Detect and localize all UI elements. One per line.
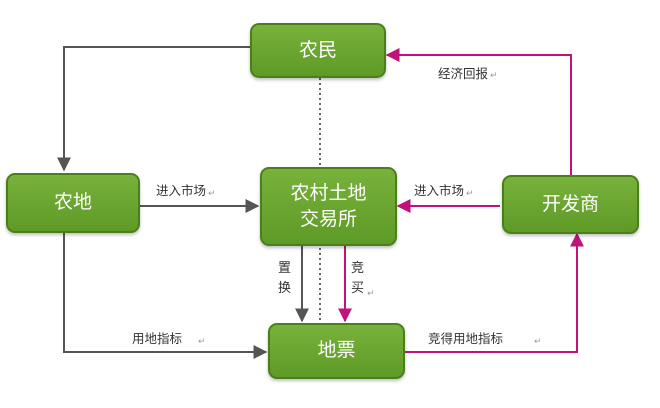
economic-return-label: 经济回报 bbox=[438, 66, 489, 81]
replacement-label: 置换 bbox=[278, 261, 292, 296]
enter-market-right-label: 进入市场 bbox=[414, 183, 465, 198]
farmland-to-ticket-arrow bbox=[63, 233, 268, 359]
exchange-node: 农村土地 交易所 bbox=[260, 167, 397, 246]
land-ticket-node: 地票 bbox=[268, 323, 405, 379]
exchange-label-line1: 农村土地 bbox=[290, 181, 367, 204]
farmers-label: 农民 bbox=[298, 38, 337, 61]
return-mark: ↵ bbox=[534, 337, 542, 347]
farmers-node: 农民 bbox=[250, 23, 386, 78]
return-mark: ↵ bbox=[367, 289, 375, 299]
developer-to-farmers-arrow bbox=[385, 48, 572, 175]
developer-node: 开发商 bbox=[502, 175, 639, 234]
bid-purchase-label: 竞买 bbox=[351, 261, 365, 296]
land-use-quota-label: 用地指标 bbox=[132, 331, 183, 346]
developer-label: 开发商 bbox=[541, 192, 599, 215]
land-ticket-label: 地票 bbox=[317, 339, 356, 362]
farmers-to-farmland-arrow bbox=[57, 46, 250, 172]
farmland-node: 农地 bbox=[6, 173, 140, 233]
exchange-label-line2: 交易所 bbox=[299, 207, 357, 230]
winning-land-quota-label: 竞得用地指标 bbox=[428, 331, 504, 346]
return-mark: ↵ bbox=[198, 337, 206, 347]
return-mark: ↵ bbox=[466, 189, 474, 199]
farmland-label: 农地 bbox=[53, 191, 92, 214]
return-mark: ↵ bbox=[490, 71, 498, 81]
ticket-to-developer-arrow bbox=[405, 232, 584, 353]
return-mark: ↵ bbox=[208, 189, 216, 199]
enter-market-left-label: 进入市场 bbox=[156, 183, 207, 198]
